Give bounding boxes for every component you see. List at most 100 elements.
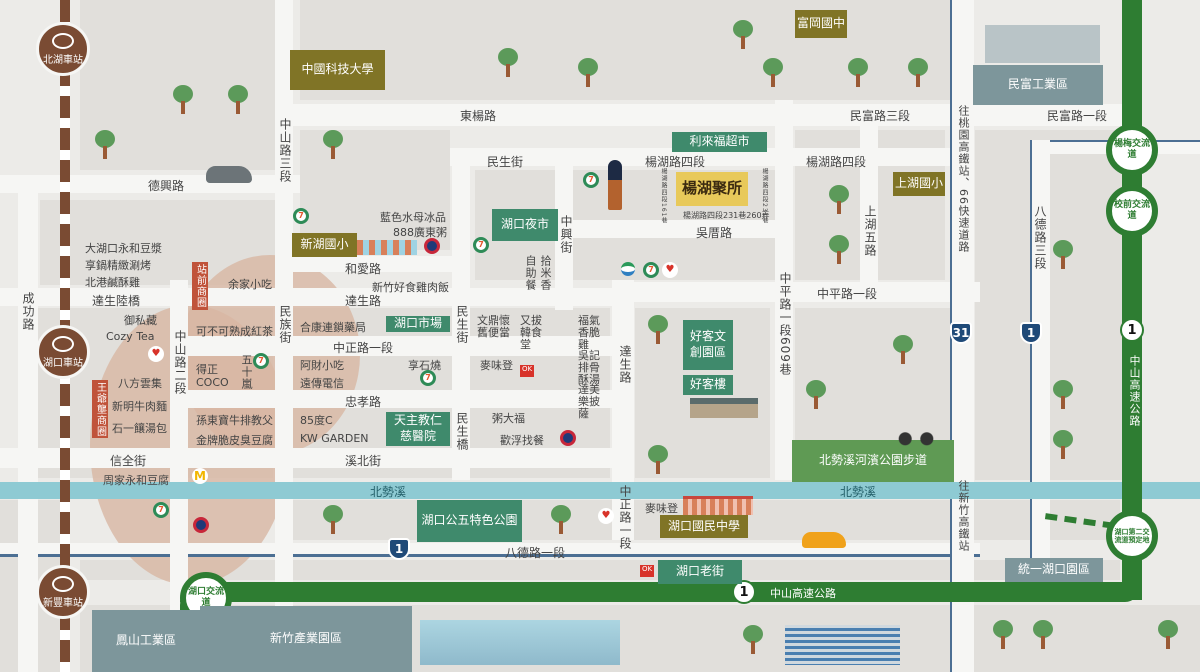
- road-label: 中興街: [559, 215, 573, 254]
- station-label: 新豐車站: [43, 597, 83, 609]
- taxi-icon: [802, 532, 846, 548]
- landmark-nightmarket[interactable]: 湖口夜市: [492, 209, 558, 241]
- tree-icon: [92, 130, 118, 160]
- tree-icon: [1030, 620, 1056, 650]
- landmark-junior-high[interactable]: 湖口國民中學: [660, 515, 748, 538]
- tree-icon: [575, 58, 601, 88]
- road-shanghu5: [860, 120, 878, 300]
- road-dongyang: [290, 104, 1130, 126]
- landmark-old-street[interactable]: 湖口老街: [658, 560, 742, 584]
- provincial-1-shield: 1: [1020, 322, 1042, 344]
- cyclist-icon: [898, 398, 934, 446]
- road-label: 中平路一段: [817, 287, 878, 301]
- landmark-hospital[interactable]: 天主教仁慈醫院: [386, 412, 450, 446]
- landmark-river-trail[interactable]: 北勢溪河濱公園步道: [792, 440, 954, 482]
- river-label: 北勢溪: [840, 485, 877, 499]
- freeway-1-shield: 1: [732, 580, 756, 604]
- shop-label: 888廣東粥: [393, 226, 447, 239]
- shop-label: 孫東寶牛排教父: [196, 414, 273, 427]
- road-zhongping: [620, 282, 980, 302]
- tree-icon: [495, 48, 521, 78]
- road-label: 達生路: [618, 345, 632, 384]
- block: [80, 560, 1120, 580]
- station-beihu[interactable]: 北湖車站: [36, 22, 90, 76]
- hilife-icon: ♥: [148, 346, 164, 362]
- freeway-label-vertical: 中山高速公路: [1128, 355, 1141, 427]
- landmark-xinhu[interactable]: 新湖國小: [292, 233, 357, 257]
- seven-eleven-icon: 7: [583, 172, 599, 188]
- road-label: 中正路一段: [618, 485, 632, 550]
- station-xinfeng[interactable]: 新豐車站: [36, 565, 90, 619]
- school-building-icon: [683, 496, 753, 515]
- tree-icon: [645, 315, 671, 345]
- road-label: 達生路: [345, 294, 382, 308]
- road-heai: [290, 256, 460, 272]
- road-bade3: [1030, 140, 1050, 560]
- familymart-icon: [621, 262, 635, 276]
- landmark-haoke-house[interactable]: 好客樓: [683, 375, 733, 395]
- landmark-hsinchu-ind[interactable]: 新竹產業園區: [200, 606, 412, 672]
- road-label: 東楊路: [460, 109, 497, 123]
- road-label: 民富路一段: [1047, 109, 1108, 123]
- block: [975, 130, 1125, 480]
- landmark-lilaifu[interactable]: 利來福超市: [672, 132, 767, 152]
- freeway-horizontal: [180, 582, 1140, 602]
- shop-label: 八方雲集: [118, 377, 162, 390]
- road-label: 楊湖路四段: [645, 155, 706, 169]
- landmark-fengshan-ind[interactable]: 鳳山工業區: [92, 610, 200, 672]
- tree-icon: [645, 445, 671, 475]
- road-label: 中正路一段: [333, 341, 394, 355]
- landmark-park5[interactable]: 湖口公五特色公園: [417, 500, 522, 542]
- road-label: 信全街: [110, 454, 147, 468]
- road-xibei: [0, 448, 630, 468]
- project-logo[interactable]: 楊湖聚所: [676, 172, 748, 206]
- road-label: 八德路一段: [505, 546, 566, 560]
- road-label: 民生街: [487, 155, 524, 169]
- road-zhongshan: [170, 280, 188, 672]
- tree-icon: [1050, 430, 1076, 460]
- factory-icon: [985, 25, 1100, 63]
- shop-label: 大湖口永和豆漿: [85, 242, 162, 255]
- shop-label: 御私藏: [124, 314, 157, 327]
- landmark-tongyi[interactable]: 統一湖口園區: [1005, 558, 1103, 582]
- shop-label: COCO: [196, 376, 229, 389]
- project-lane-left: 楊湖路四段161巷: [660, 168, 667, 225]
- road-label: 德興路: [148, 179, 185, 193]
- seven-eleven-icon: 7: [293, 208, 309, 224]
- road-label: 往桃園高鐵站、66快速道路: [957, 105, 970, 253]
- road-label: 吳厝路: [696, 226, 733, 240]
- shop-label: 歡浮找餐: [500, 434, 544, 447]
- road-bade1: [0, 543, 980, 557]
- landmark-univ[interactable]: 中國科技大學: [290, 50, 385, 90]
- pxmart-icon: [193, 517, 209, 533]
- zone-tag-wangye: 王爺壟商圈: [92, 380, 108, 438]
- haoke-house-building-icon: [690, 398, 758, 418]
- hilife-icon: ♥: [598, 508, 614, 524]
- road-label: 溪北街: [345, 454, 382, 468]
- tree-icon: [320, 130, 346, 160]
- shop-label: 阿財小吃: [300, 359, 344, 372]
- tree-icon: [548, 505, 574, 535]
- station-hukou[interactable]: 湖口車站: [36, 325, 90, 379]
- landmark-market[interactable]: 湖口市場: [386, 316, 450, 332]
- shop-label: 麥味登: [645, 502, 678, 515]
- seven-eleven-icon: 7: [420, 370, 436, 386]
- railway-station-icon: [52, 575, 74, 592]
- tree-icon: [905, 58, 931, 88]
- landmark-minfu-ind[interactable]: 民富工業區: [973, 65, 1103, 105]
- landmark-haoke-park[interactable]: 好客文創園區: [683, 320, 733, 370]
- shop-label: 合康連鎖藥局: [300, 321, 366, 334]
- interchange-yangmei[interactable]: 楊梅交流道: [1106, 124, 1158, 176]
- road-label: 民族街: [278, 305, 292, 344]
- landmark-fugang[interactable]: 富岡國中: [795, 10, 847, 38]
- landmark-shanghu[interactable]: 上湖國小: [893, 172, 945, 196]
- provincial-31-shield: 31: [950, 322, 972, 344]
- shop-label: 北港鹹酥雞: [85, 276, 140, 289]
- interchange-second[interactable]: 湖口第二交流道預定地: [1106, 510, 1158, 562]
- shop-label: 文鼎懷舊便當: [477, 314, 510, 340]
- seven-eleven-icon: 7: [253, 353, 269, 369]
- interchange-xiaoqian[interactable]: 校前交流道: [1106, 185, 1158, 237]
- project-address: 楊湖路四段231巷260弄: [683, 211, 770, 220]
- road-label: 和愛路: [345, 262, 382, 276]
- tree-icon: [740, 625, 766, 655]
